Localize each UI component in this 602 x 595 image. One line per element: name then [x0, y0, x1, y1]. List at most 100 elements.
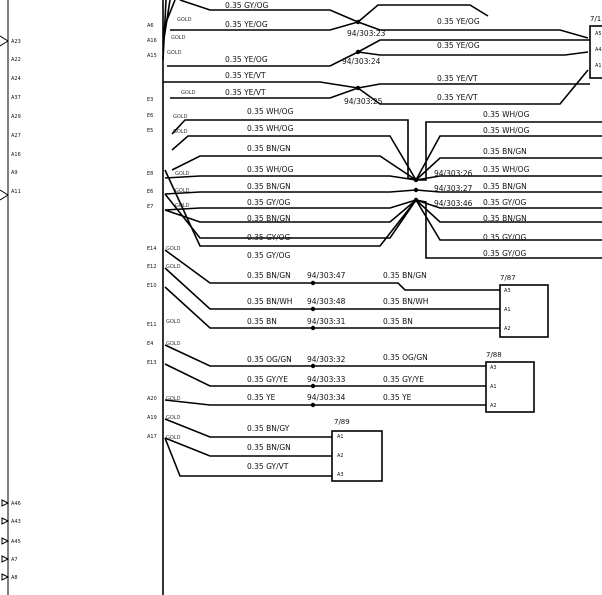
- wire-group-top: 0.35 GY/OG 0.35 YE/OG 0.35 YE/OG 0.35 YE…: [163, 0, 590, 106]
- wire-label: 0.35 BN/GY: [247, 424, 290, 433]
- wire-label: 0.35 GY/OG: [247, 251, 291, 260]
- connector-name: 7/1: [590, 15, 601, 23]
- wire-label: 0.35 BN/WH: [383, 297, 428, 306]
- gold-tag: GOLD: [166, 341, 181, 347]
- gold-tag: GOLD: [166, 246, 181, 252]
- wire-label: 0.35 WH/OG: [483, 110, 530, 119]
- gold-tag: GOLD: [167, 50, 182, 56]
- gold-tag: GOLD: [166, 264, 181, 270]
- gold-tag: GOLD: [166, 396, 181, 402]
- wire-label: 0.35 GY/OG: [483, 233, 527, 242]
- splice-label: 94/303:27: [434, 184, 473, 193]
- wire-label: 0.35 GY/OG: [247, 233, 291, 242]
- connector-pin: A1: [490, 384, 497, 390]
- wire-label: 0.35 BN/GN: [483, 214, 527, 223]
- bus-pin-label: A16: [147, 38, 157, 44]
- splice-dot: [310, 383, 316, 389]
- bus-pin-label: E12: [147, 264, 157, 270]
- wire-label: 0.35 YE/OG: [437, 41, 480, 50]
- wire-label: 0.35 BN/GN: [247, 214, 291, 223]
- splice-label: 94/303:46: [434, 199, 473, 208]
- left-pin-label: A7: [11, 557, 18, 563]
- gold-tag: GOLD: [166, 435, 181, 441]
- wire-label: 0.35 YE: [247, 393, 276, 402]
- splice-dot: [355, 85, 361, 91]
- wire-label: 0.35 WH/OG: [247, 107, 294, 116]
- bus-pin-label: E8: [147, 171, 153, 177]
- splice-label: 94/303:25: [344, 97, 383, 106]
- splice-label: 94/303:34: [307, 393, 346, 402]
- splice-dot: [310, 363, 316, 369]
- bus-pin-label: E6: [147, 113, 153, 119]
- splice-label: 94/303:23: [347, 29, 386, 38]
- splice-dot: [310, 402, 316, 408]
- wire-label: 0.35 BN/GN: [247, 443, 291, 452]
- wire-label: 0.35 BN/GN: [247, 182, 291, 191]
- connector-name: 7/89: [334, 418, 350, 426]
- wire-label: 0.35 YE/VT: [437, 93, 478, 102]
- wire-label: 0.35 GY/OG: [225, 1, 269, 10]
- bus-pin-label: E3: [147, 97, 153, 103]
- wire-label: 0.35 BN/GN: [247, 271, 291, 280]
- connector-pin: A3: [490, 365, 497, 371]
- wire-label: 0.35 WH/OG: [483, 165, 530, 174]
- main-bus: A6 A16 A15 E3 E6 E5 E8 E6 E7 E14 E12 E10…: [147, 0, 196, 595]
- connector-7-89[interactable]: 7/89 A1 A2 A3: [331, 418, 383, 482]
- wire-label: 0.35 YE/VT: [437, 74, 478, 83]
- left-pin-label: A8: [11, 575, 18, 581]
- left-pin-label: A11: [11, 189, 21, 195]
- gold-tag: GOLD: [171, 35, 186, 41]
- left-pin-label: A45: [11, 539, 21, 545]
- bus-pin-label: A6: [147, 23, 154, 29]
- left-pin-label: A27: [11, 133, 21, 139]
- connector-pin: A3: [504, 288, 511, 294]
- wire-group-middle: 0.35 WH/OG 0.35 WH/OG 0.35 BN/GN 0.35 WH…: [164, 107, 602, 260]
- bus-pin-label: E10: [147, 283, 157, 289]
- gold-tag: GOLD: [181, 90, 196, 96]
- wire-label: 0.35 GY/OG: [483, 198, 527, 207]
- splice-label: 94/303:26: [434, 169, 473, 178]
- gold-tag: GOLD: [166, 319, 181, 325]
- connector-name: 7/88: [486, 351, 502, 359]
- connector-pin: A5: [595, 31, 602, 37]
- connector-7-88[interactable]: 7/88 A3 A1 A2: [485, 351, 535, 413]
- connector-7-1[interactable]: 7/1 A5 A4 A1: [589, 15, 602, 79]
- wire-label: 0.35 WH/OG: [483, 126, 530, 135]
- splice-dot: [355, 19, 361, 25]
- left-pin-label: A43: [11, 519, 21, 525]
- gold-tag: GOLD: [177, 17, 192, 23]
- splice-label: 94/303:47: [307, 271, 346, 280]
- left-connector-strip: A23 A22 A24 A37 A29 A27 A16 A9 A11 A46 A…: [0, 0, 21, 595]
- wire-label: 0.35 WH/OG: [247, 165, 294, 174]
- connector-pin: A1: [595, 63, 602, 69]
- wire-group-7-89: 0.35 BN/GY 0.35 BN/GN 0.35 GY/VT: [164, 418, 332, 477]
- connector-7-87[interactable]: 7/87 A3 A1 A2: [499, 274, 549, 338]
- wire-label: 0.35 YE/OG: [225, 55, 268, 64]
- left-pin-label: A24: [11, 76, 21, 82]
- wire-label: 0.35 BN/GN: [483, 147, 527, 156]
- connector-name: 7/87: [500, 274, 516, 282]
- left-pin-label: A37: [11, 95, 21, 101]
- splice-dot: [355, 49, 361, 55]
- bus-pin-label: E5: [147, 128, 153, 134]
- bus-pin-label: E6: [147, 189, 153, 195]
- bus-pin-label: A20: [147, 396, 157, 402]
- wire-label: 0.35 OG/GN: [247, 355, 292, 364]
- gold-tag: GOLD: [175, 188, 190, 194]
- splice-label: 94/303:48: [307, 297, 346, 306]
- bus-pin-label: E11: [147, 322, 157, 328]
- bus-pin-label: E7: [147, 204, 153, 210]
- bus-pin-label: A19: [147, 415, 157, 421]
- wire-label: 0.35 GY/OG: [483, 249, 527, 258]
- splice-dot: [310, 280, 316, 286]
- gold-tag: GOLD: [166, 415, 181, 421]
- gold-tag: GOLD: [173, 114, 188, 120]
- wire-label: 0.35 BN/GN: [247, 144, 291, 153]
- connector-pin: A1: [337, 434, 344, 440]
- wire-label: 0.35 WH/OG: [247, 124, 294, 133]
- gold-tag: GOLD: [173, 129, 188, 135]
- wire-label: 0.35 GY/OG: [247, 198, 291, 207]
- connector-pin: A1: [504, 307, 511, 313]
- wire-group-7-88: 0.35 OG/GN 0.35 GY/YE 0.35 YE 94/303:32 …: [164, 344, 486, 408]
